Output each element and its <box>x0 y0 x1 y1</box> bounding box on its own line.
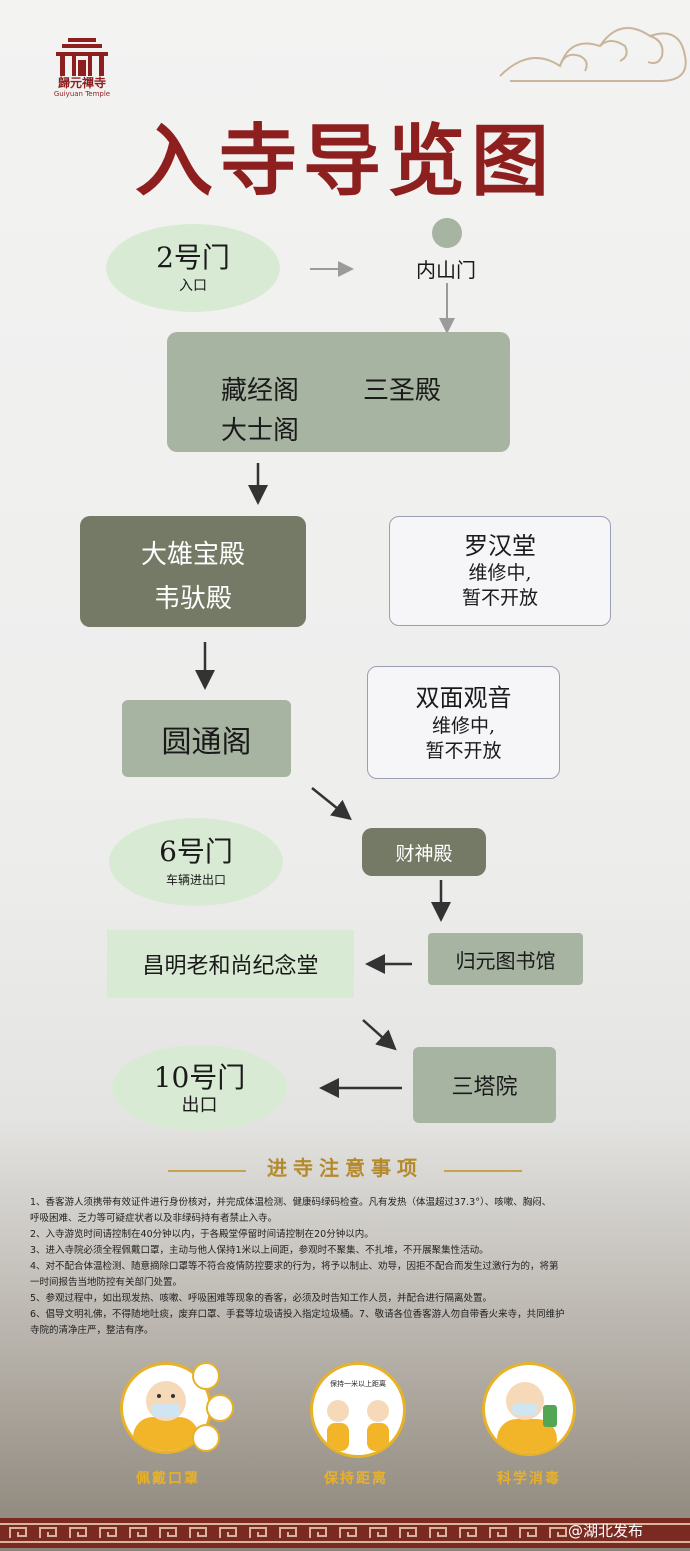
hall-cangjing: 藏经阁 <box>221 376 300 406</box>
hall-dashi: 大士阁 <box>221 416 300 446</box>
mask-step-icon <box>206 1394 234 1422</box>
gate10-name: 10号门 <box>153 1061 246 1094</box>
mask-step-icon <box>192 1362 220 1390</box>
logo-chinese-name: 歸元禪寺 <box>57 76 106 90</box>
cloud-decoration-icon <box>499 27 687 82</box>
distance-monks-icon: 保持一米以上距离 <box>310 1362 406 1458</box>
notice-line: 寺院的清净庄严，整洁有序。 <box>30 1325 154 1336</box>
arrow-yuantong-to-caishen <box>311 787 352 821</box>
hall-daxiong: 大雄宝殿 <box>140 540 245 570</box>
gate2-name: 2号门 <box>156 241 230 274</box>
hall-memorial-label: 昌明老和尚纪念堂 <box>142 954 319 979</box>
gate2-label: 入口 <box>179 278 207 294</box>
badge-disinfect-label: 科学消毒 <box>497 1471 561 1487</box>
mask-step-icon <box>192 1424 220 1452</box>
notice-line: 一时间报告当地防控有关部门处置。 <box>30 1277 183 1288</box>
distance-caption: 保持一米以上距离 <box>330 1380 386 1388</box>
notice-line: 3、进入寺院必须全程佩戴口罩，主动与他人保持1米以上间距，参观时不聚集、不扎堆，… <box>30 1245 489 1256</box>
temple-gate-icon <box>56 38 108 76</box>
arrow-memorial-to-santa <box>362 1019 397 1051</box>
hall-group-1: 藏经阁 三圣殿 大士阁 <box>167 332 510 452</box>
hall-yuantong-label: 圆通阁 <box>161 724 252 760</box>
hall-santa: 三塔院 <box>413 1047 556 1123</box>
gate10-oval: 10号门 出口 <box>112 1045 287 1131</box>
notice-body: 1、香客游人须携带有效证件进行身份核对，并完成体温检测、健康码绿码检查。凡有发热… <box>30 1195 660 1339</box>
gate6-name: 6号门 <box>159 835 233 868</box>
gate6-label: 车辆进出口 <box>165 873 226 887</box>
gate2-oval: 2号门 入口 <box>106 224 280 312</box>
disinfect-monk-icon <box>482 1362 576 1456</box>
luohan-status-1: 维修中, <box>468 562 532 584</box>
hall-weituo: 韦驮殿 <box>153 584 232 614</box>
notice-line-right <box>444 1170 522 1172</box>
flow-arrows <box>195 261 455 1098</box>
guanyin-title: 双面观音 <box>415 683 512 712</box>
notice-line: 4、对不配合体温检测、随意摘除口罩等不符合疫情防控要求的行为，将予以制止、劝导，… <box>30 1261 559 1272</box>
hall-memorial: 昌明老和尚纪念堂 <box>107 930 354 998</box>
guanyin-status-1: 维修中, <box>431 714 496 737</box>
notice-line: 5、参观过程中，如出现发热、咳嗽、呼吸困难等现象的香客，必须及时告知工作人员，并… <box>30 1293 493 1304</box>
notice-line-left <box>168 1170 246 1172</box>
inner-gate-label: 内山门 <box>416 258 476 282</box>
notice-title: 进寺注意事项 <box>267 1156 423 1180</box>
hall-yuantong: 圆通阁 <box>122 700 291 777</box>
luohan-hall-title: 罗汉堂 <box>464 532 536 560</box>
notice-line: 6、倡导文明礼佛，不得随地吐痰，废弃口罩、手套等垃圾请投入指定垃圾桶。7、敬请各… <box>30 1309 565 1320</box>
hall-group-2: 大雄宝殿 韦驮殿 <box>80 516 306 627</box>
notice-line: 1、香客游人须携带有效证件进行身份核对，并完成体温检测、健康码绿码检查。凡有发热… <box>30 1197 552 1208</box>
gate6-oval: 6号门 车辆进出口 <box>109 818 283 906</box>
page-title: 入寺导览图 <box>134 116 555 207</box>
hall-library-label: 归元图书馆 <box>455 948 556 973</box>
logo-english-name: Guiyuan Temple <box>53 90 111 98</box>
luohan-hall-card: 罗汉堂 维修中, 暂不开放 <box>389 516 611 626</box>
gate10-label: 出口 <box>181 1095 218 1116</box>
watermark: @湖北发布 <box>568 1522 644 1540</box>
badge-mask-label: 佩戴口罩 <box>136 1471 200 1487</box>
inner-gate-dot <box>432 218 462 248</box>
hall-library: 归元图书馆 <box>428 933 583 985</box>
luohan-status-2: 暂不开放 <box>461 587 538 609</box>
guanyin-status-2: 暂不开放 <box>425 739 502 762</box>
hall-caishen-label: 财神殿 <box>395 842 453 865</box>
notice-line: 2、入寺游览时间请控制在40分钟以内，于各殿堂停留时间请控制在20分钟以内。 <box>30 1229 374 1240</box>
hall-caishen: 财神殿 <box>362 828 486 876</box>
badge-distance-label: 保持距离 <box>324 1471 388 1487</box>
hall-sansheng: 三圣殿 <box>363 376 442 406</box>
notice-line: 呼吸困难、乏力等可疑症状者以及非绿码持有者禁止入寺。 <box>30 1213 278 1224</box>
guanyin-card: 双面观音 维修中, 暂不开放 <box>367 666 560 779</box>
fret-border-decoration <box>0 1518 690 1548</box>
temple-logo: 歸元禪寺 Guiyuan Temple <box>50 38 114 99</box>
hall-santa-label: 三塔院 <box>451 1075 518 1100</box>
